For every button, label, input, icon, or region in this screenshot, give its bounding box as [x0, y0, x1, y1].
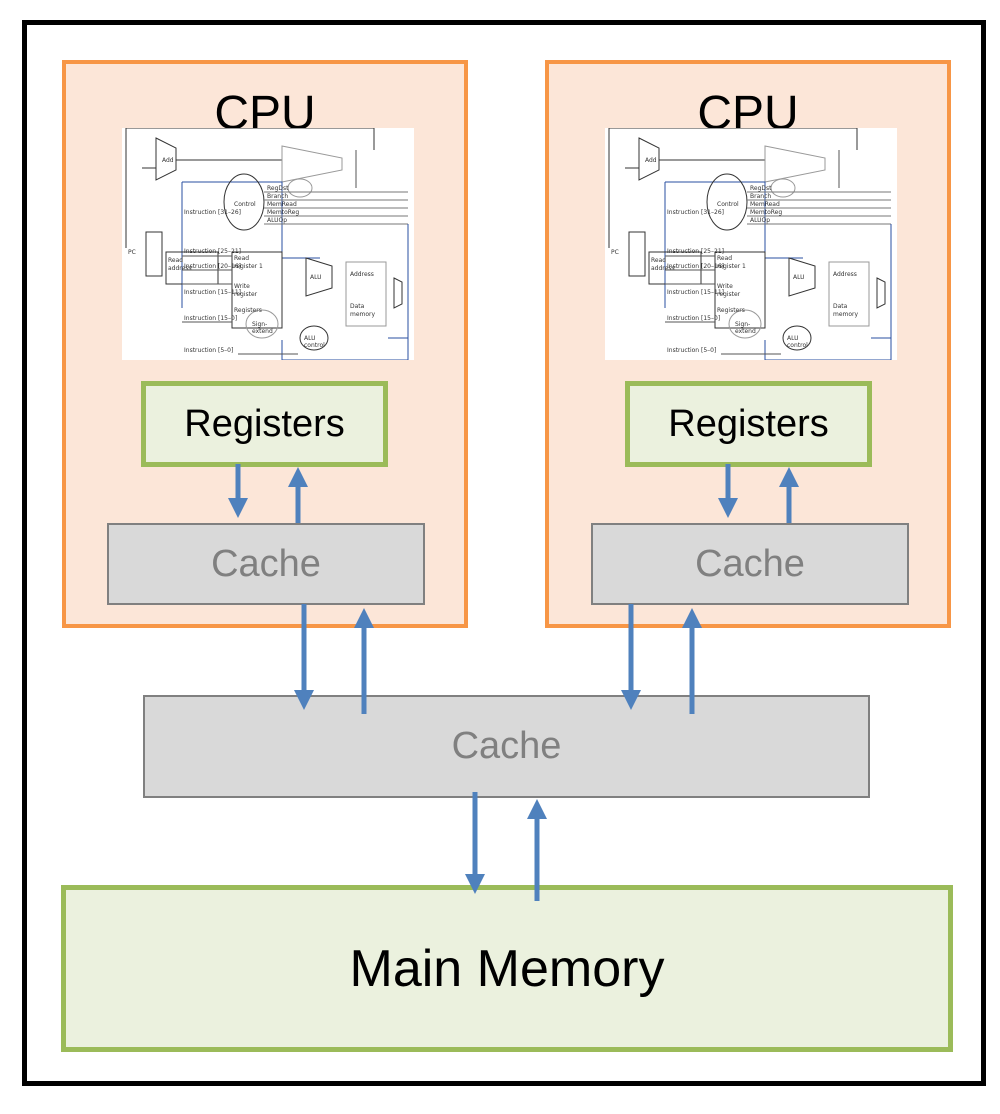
svg-text:MemtoReg: MemtoReg — [267, 209, 299, 216]
cpu-datapath-diagram: Add Instruction [31–26] Control RegDst B… — [605, 127, 897, 361]
svg-text:address: address — [168, 265, 192, 272]
svg-text:Sign-: Sign- — [735, 321, 750, 328]
svg-text:memory: memory — [350, 311, 376, 318]
svg-text:Address: Address — [350, 271, 374, 278]
svg-text:address: address — [651, 265, 675, 272]
cpu-datapath-diagram: Add Instruction [31–26] Control RegDst B… — [122, 127, 414, 361]
svg-text:ALU: ALU — [310, 274, 322, 281]
registers-box-left: Registers — [141, 381, 388, 467]
svg-text:Address: Address — [833, 271, 857, 278]
svg-text:MemRead: MemRead — [750, 201, 780, 208]
svg-text:PC: PC — [611, 249, 619, 256]
svg-text:PC: PC — [128, 249, 136, 256]
svg-text:MemRead: MemRead — [267, 201, 297, 208]
svg-text:ALU: ALU — [793, 274, 805, 281]
svg-text:Branch: Branch — [267, 193, 288, 200]
svg-text:Instruction [15–11]: Instruction [15–11] — [667, 289, 724, 296]
svg-text:RegDst: RegDst — [750, 185, 772, 192]
svg-text:register 1: register 1 — [717, 263, 746, 270]
svg-text:ALU: ALU — [304, 335, 316, 342]
svg-text:ALU: ALU — [787, 335, 799, 342]
svg-text:ALUOp: ALUOp — [750, 217, 770, 224]
registers-box-right: Registers — [625, 381, 872, 467]
svg-text:register 1: register 1 — [234, 263, 263, 270]
main-memory-box: Main Memory — [61, 885, 953, 1052]
svg-text:Instruction [31–26]: Instruction [31–26] — [184, 209, 241, 216]
svg-text:Instruction [5–0]: Instruction [5–0] — [184, 347, 233, 354]
svg-text:Read: Read — [717, 255, 732, 262]
svg-text:register: register — [717, 291, 741, 298]
svg-text:Instruction [15–0]: Instruction [15–0] — [667, 315, 720, 322]
svg-text:Instruction [15–0]: Instruction [15–0] — [184, 315, 237, 322]
svg-text:Registers: Registers — [717, 307, 745, 314]
svg-text:Instruction [15–11]: Instruction [15–11] — [184, 289, 241, 296]
svg-text:Instruction [5–0]: Instruction [5–0] — [667, 347, 716, 354]
svg-text:extend: extend — [252, 328, 273, 335]
cache-box-left: Cache — [107, 523, 425, 605]
svg-text:Instruction [31–26]: Instruction [31–26] — [667, 209, 724, 216]
svg-text:Add: Add — [645, 157, 657, 164]
svg-text:RegDst: RegDst — [267, 185, 289, 192]
cache-box-right: Cache — [591, 523, 909, 605]
svg-text:Instruction [25–21]: Instruction [25–21] — [667, 248, 724, 255]
svg-text:Read: Read — [234, 255, 249, 262]
svg-text:control: control — [304, 342, 325, 349]
svg-text:Data: Data — [833, 303, 848, 310]
svg-text:Sign-: Sign- — [252, 321, 267, 328]
svg-text:extend: extend — [735, 328, 756, 335]
svg-text:Branch: Branch — [750, 193, 771, 200]
svg-text:Instruction [20–16]: Instruction [20–16] — [184, 263, 241, 270]
svg-text:Instruction [25–21]: Instruction [25–21] — [184, 248, 241, 255]
svg-text:Write: Write — [234, 283, 250, 290]
svg-text:Add: Add — [162, 157, 174, 164]
shared-cache-box: Cache — [143, 695, 870, 798]
svg-text:register: register — [234, 291, 258, 298]
svg-text:Registers: Registers — [234, 307, 262, 314]
svg-text:Control: Control — [234, 201, 256, 208]
svg-text:memory: memory — [833, 311, 859, 318]
svg-text:Read: Read — [168, 257, 183, 264]
svg-text:Instruction [20–16]: Instruction [20–16] — [667, 263, 724, 270]
svg-text:ALUOp: ALUOp — [267, 217, 287, 224]
svg-text:Write: Write — [717, 283, 733, 290]
svg-text:Control: Control — [717, 201, 739, 208]
svg-text:control: control — [787, 342, 808, 349]
svg-text:Read: Read — [651, 257, 666, 264]
svg-text:MemtoReg: MemtoReg — [750, 209, 782, 216]
svg-text:Data: Data — [350, 303, 365, 310]
